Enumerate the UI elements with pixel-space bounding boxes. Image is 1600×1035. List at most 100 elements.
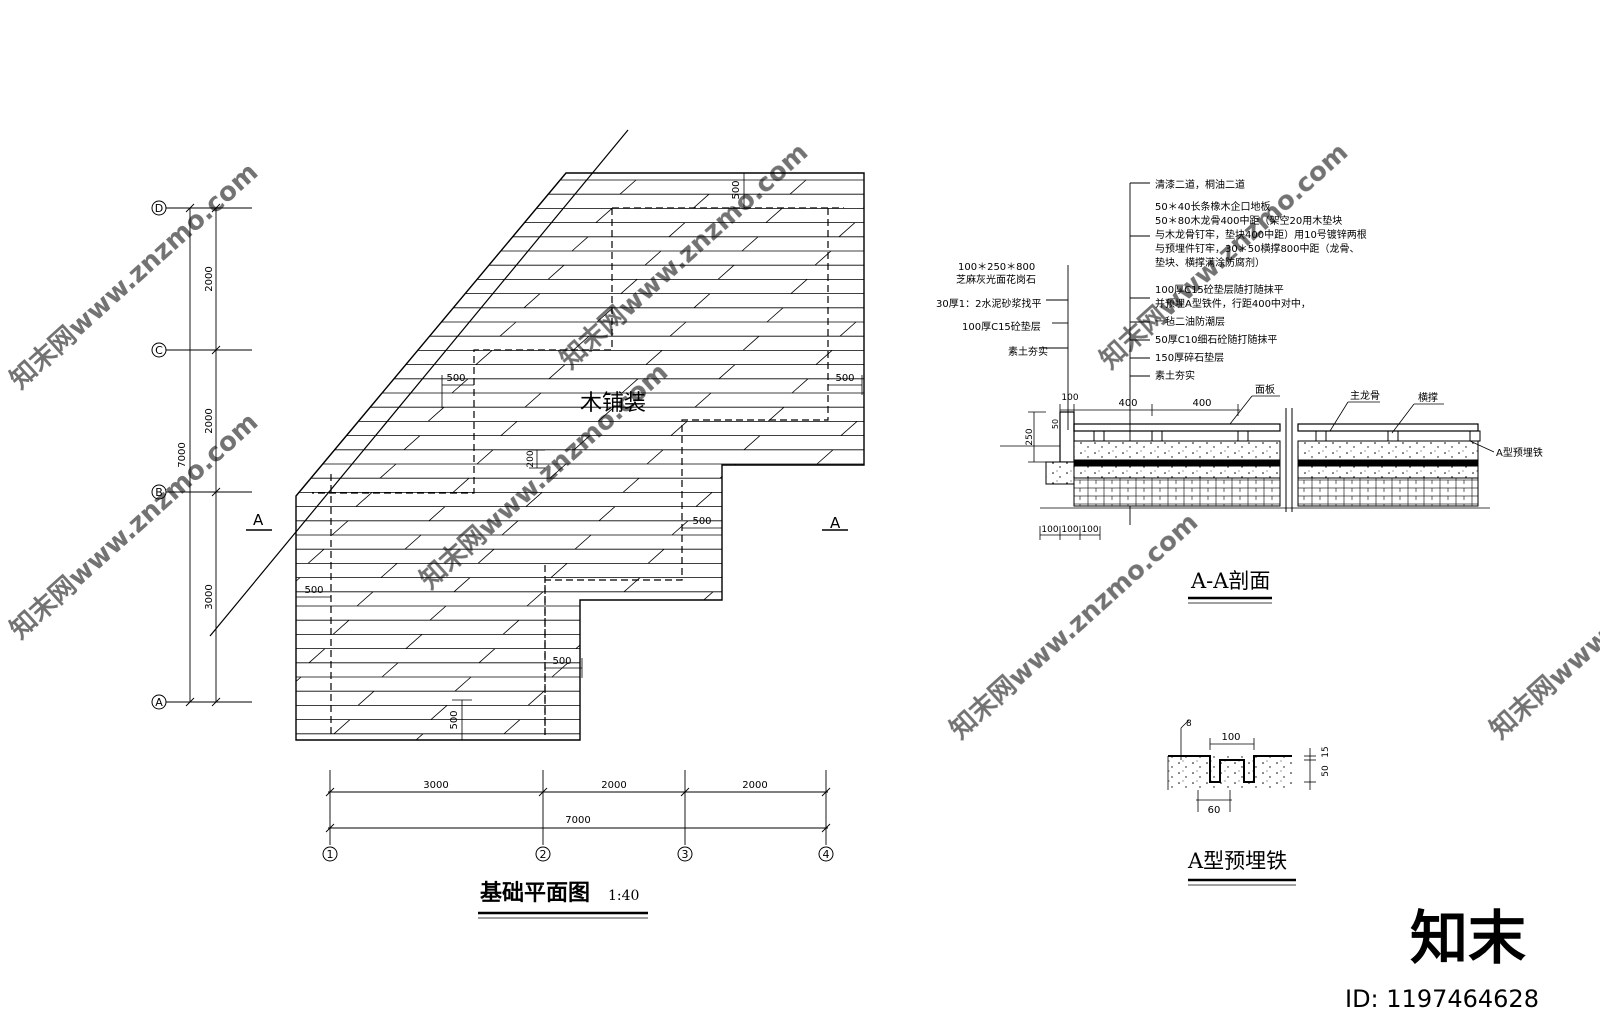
hatch-board-joint: [474, 250, 492, 266]
hatch-board-joint: [595, 208, 613, 223]
hatch-board-joint: [296, 179, 297, 195]
hatch-board-joint: [746, 733, 764, 740]
sec-dim-100-top: 100: [1061, 393, 1078, 403]
detail-concrete: [1168, 756, 1292, 788]
detail-iron-profile: [1168, 755, 1292, 783]
leader-ticks-right: [1130, 182, 1150, 377]
hatch-board-joint: [357, 690, 375, 706]
hatch-board-joint: [868, 691, 884, 705]
hatch-board-joint: [427, 406, 445, 422]
concrete-right: [1297, 440, 1479, 461]
hatch-board-joint: [866, 492, 882, 506]
hatch-board-joint: [865, 393, 881, 407]
hatch-board-joint: [550, 563, 568, 578]
hatch-board-joint: [476, 449, 494, 465]
hatch-board-joint: [647, 548, 665, 564]
dim-500-4: 500: [304, 585, 323, 596]
axis-label-1: 1: [327, 848, 334, 861]
axis-label-3: 3: [682, 848, 689, 861]
hatch-board-joint: [377, 264, 395, 280]
hatch-board-joint: [549, 463, 567, 479]
hatch-board-joint: [692, 193, 710, 209]
dim-500-5: 500: [552, 656, 571, 667]
watermark-tile-1: 知末网www.znzmo.com: [5, 157, 265, 395]
hatch-board-joint: [646, 449, 664, 465]
detail-dim-60: 60: [1208, 805, 1221, 816]
sec-dim-400-b: 400: [1192, 398, 1211, 409]
left-dimension-lines: [166, 203, 252, 707]
hatch-board-joint: [741, 236, 759, 252]
hatch-board-joint: [600, 705, 618, 720]
label-embed-iron: A型预埋铁: [1496, 446, 1543, 459]
hatch-board-joint: [668, 222, 686, 238]
hatch-board-joint: [789, 179, 807, 195]
hatch-board-joint: [644, 250, 662, 266]
hatch-board-joint: [296, 676, 302, 692]
left-dim-2000-top: 2000: [204, 266, 215, 291]
hatch-board-joint: [306, 449, 324, 465]
axis-label-a: A: [155, 696, 163, 709]
hatch-board-joint: [840, 421, 858, 436]
hatch-board-joint: [454, 676, 472, 692]
hatch-board-joint: [572, 335, 590, 351]
hatch-board-joint: [767, 406, 785, 422]
watermark-tile-6: 知末网www.znzmo.com: [5, 407, 265, 645]
hatch-board-joint: [355, 492, 373, 507]
hatch-board-joint: [381, 662, 399, 678]
sec-dim-100-b2: 100: [1061, 525, 1078, 535]
axis-label-2: 2: [540, 848, 547, 861]
detail-marker: 8: [1186, 719, 1192, 729]
hatch-board-joint: [449, 179, 467, 195]
hatch-board-joint: [332, 619, 350, 635]
hatch-board-joint: [523, 293, 541, 309]
hatch-board-joint: [296, 279, 298, 294]
hatch-board-joint: [304, 250, 322, 266]
hatch-board-joint: [405, 634, 423, 649]
hatch-board-joint: [838, 222, 856, 238]
hatch-board-joint: [524, 392, 542, 408]
left-dim-total: 7000: [177, 442, 188, 467]
note-left-1: 芝麻灰光面花岗石: [956, 273, 1036, 286]
hatch-board-joint: [547, 264, 565, 280]
hatch-board-joint: [354, 392, 372, 408]
dim-500-6: 500: [449, 710, 460, 729]
hatch-board-joint: [499, 321, 517, 337]
axis-label-d: D: [155, 202, 163, 215]
area-label: 木铺装: [580, 391, 646, 416]
detail-dim-50: 50: [1321, 765, 1331, 777]
hatch-board-joint: [425, 208, 443, 223]
note-left-2: 30厚1：2水泥砂浆找平: [936, 297, 1041, 310]
hatch-board-joint: [296, 378, 299, 394]
watermark-tile-4: 知末网www.znzmo.com: [945, 507, 1205, 745]
hatch-board-joint: [793, 577, 811, 593]
hatch-board-joint: [450, 279, 468, 294]
deck-board-left: [1073, 423, 1281, 432]
hatch-board-joint: [621, 378, 639, 394]
membrane-right: [1297, 459, 1479, 467]
hatch-board-joint: [307, 548, 325, 564]
hatch-board-joint: [329, 321, 347, 337]
note-left-3: 100厚C15砼垫层: [962, 320, 1041, 333]
hatch-board-joint: [620, 279, 638, 294]
note-right-2: 50＊80木龙骨400中距（架空20用木垫块: [1155, 214, 1342, 227]
note-right-3: 与木龙骨钉牢，垫块400中距）用10号镀锌两根: [1155, 228, 1367, 241]
hatch-board-joint: [673, 719, 691, 735]
note-right-11: 素土夯实: [1155, 369, 1195, 382]
hatch-board-joint: [619, 179, 637, 195]
axis-label-4: 4: [823, 848, 830, 861]
label-crossbrace: 横撑: [1418, 391, 1438, 404]
hatch-board-joint: [817, 548, 835, 564]
plan-500-dims: [296, 172, 863, 740]
hatch-board-joint: [502, 619, 520, 635]
sec-dim-400-a: 400: [1118, 398, 1137, 409]
hatch-board-joint: [571, 236, 589, 252]
hatch-board-joint: [818, 648, 836, 664]
dim-200: 200: [526, 450, 536, 467]
plan-title: 基础平面图: [480, 880, 590, 906]
hatch-board-joint: [402, 335, 420, 351]
hatch-board-joint: [296, 477, 300, 493]
hatch-board-joint: [453, 577, 471, 593]
hatch-board-joint: [503, 719, 521, 735]
hatch-board-joint: [720, 563, 738, 578]
